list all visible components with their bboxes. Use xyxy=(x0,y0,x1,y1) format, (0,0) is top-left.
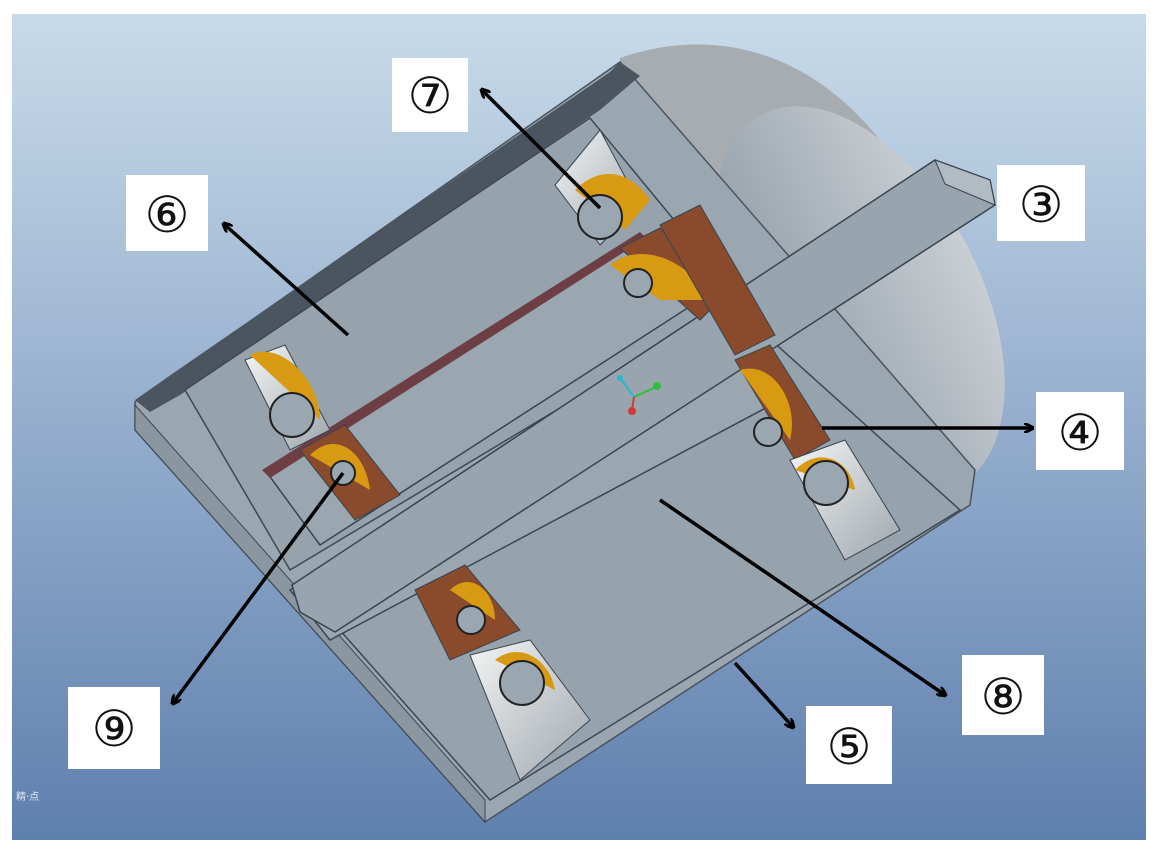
label-7: ⑦ xyxy=(392,58,468,132)
arrow-to-8 xyxy=(659,498,945,695)
shaft-top-face xyxy=(934,159,996,206)
pocket-top-right xyxy=(554,129,650,246)
label-3: ③ xyxy=(997,165,1085,241)
label-5-text: ⑤ xyxy=(827,718,872,776)
corner-watermark-text: 精·点 xyxy=(16,790,39,803)
pocket-right-bottom xyxy=(789,439,901,561)
pocket-left-bottom xyxy=(299,424,401,521)
pocket-left-top xyxy=(244,344,331,451)
label-8: ⑧ xyxy=(962,655,1044,735)
pocket-bottom-left xyxy=(414,564,521,661)
coordinate-triad-icon xyxy=(617,375,661,415)
pocket-top-center xyxy=(610,227,721,321)
leader-arrows xyxy=(173,90,1032,727)
label-6-text: ⑥ xyxy=(145,186,190,244)
pocket-magnet-right xyxy=(659,204,776,356)
pocket-right-magnet xyxy=(734,344,831,461)
label-4: ④ xyxy=(1036,392,1124,470)
label-7-text: ⑦ xyxy=(408,67,453,125)
generator-model xyxy=(134,44,1005,824)
arrow-to-7 xyxy=(482,90,602,210)
rotor-bar-upper-edge xyxy=(262,232,646,478)
hole-7 xyxy=(577,194,623,240)
arrow-to-5 xyxy=(733,661,793,727)
arrow-to-6 xyxy=(224,224,350,337)
label-8-text: ⑧ xyxy=(981,668,1026,726)
label-4-text: ④ xyxy=(1058,404,1103,462)
label-5: ⑤ xyxy=(806,706,892,784)
housing-top-edge xyxy=(135,62,640,412)
label-9-text: ⑨ xyxy=(92,700,137,758)
pocket-bottom-center xyxy=(469,639,591,781)
label-6: ⑥ xyxy=(126,175,208,251)
label-9: ⑨ xyxy=(68,687,160,769)
label-3-text: ③ xyxy=(1019,176,1064,234)
arrow-to-9 xyxy=(173,471,345,703)
